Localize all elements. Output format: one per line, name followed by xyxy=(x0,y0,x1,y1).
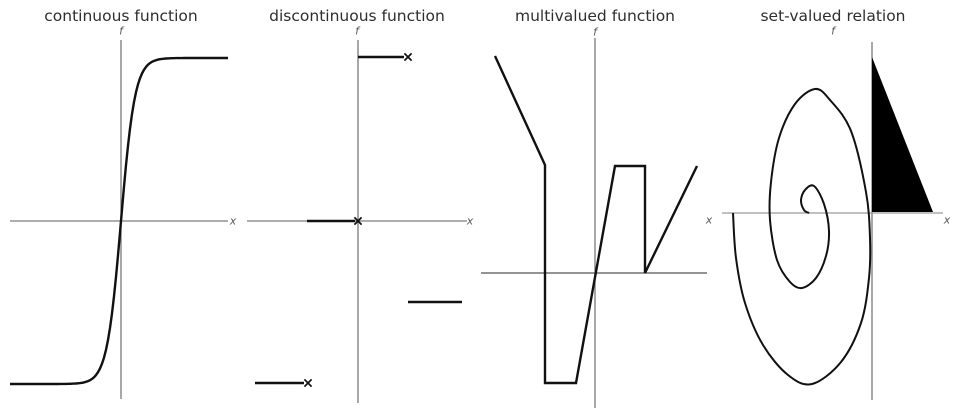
panel-title-continuous: continuous function xyxy=(44,7,198,25)
x-axis-label-1: x xyxy=(229,214,237,228)
f-axis-label-2: f xyxy=(355,24,359,38)
x-axis-label-4: x xyxy=(943,213,951,227)
filled-triangle xyxy=(872,57,933,212)
f-axis-label-4: f xyxy=(831,24,835,38)
step-segment-origin-open-endpoint-marker xyxy=(353,216,363,226)
step-segment-top-open-endpoint-marker xyxy=(403,52,413,62)
f-axis-label-1: f xyxy=(119,24,123,38)
f-axis-label-3: f xyxy=(593,25,597,39)
step-segment-bottom-left-open-endpoint-marker xyxy=(303,378,313,388)
panel-title-discontinuous: discontinuous function xyxy=(269,7,445,25)
multivalued-curve xyxy=(493,55,699,385)
x-axis-label-2: x xyxy=(466,214,474,228)
x-axis-label-3: x xyxy=(705,213,713,227)
sigmoid-curve xyxy=(10,56,228,386)
spiral-curve xyxy=(732,87,872,386)
panel-title-multivalued: multivalued function xyxy=(514,7,676,25)
panel-title-setvalued: set-valued relation xyxy=(760,7,906,25)
